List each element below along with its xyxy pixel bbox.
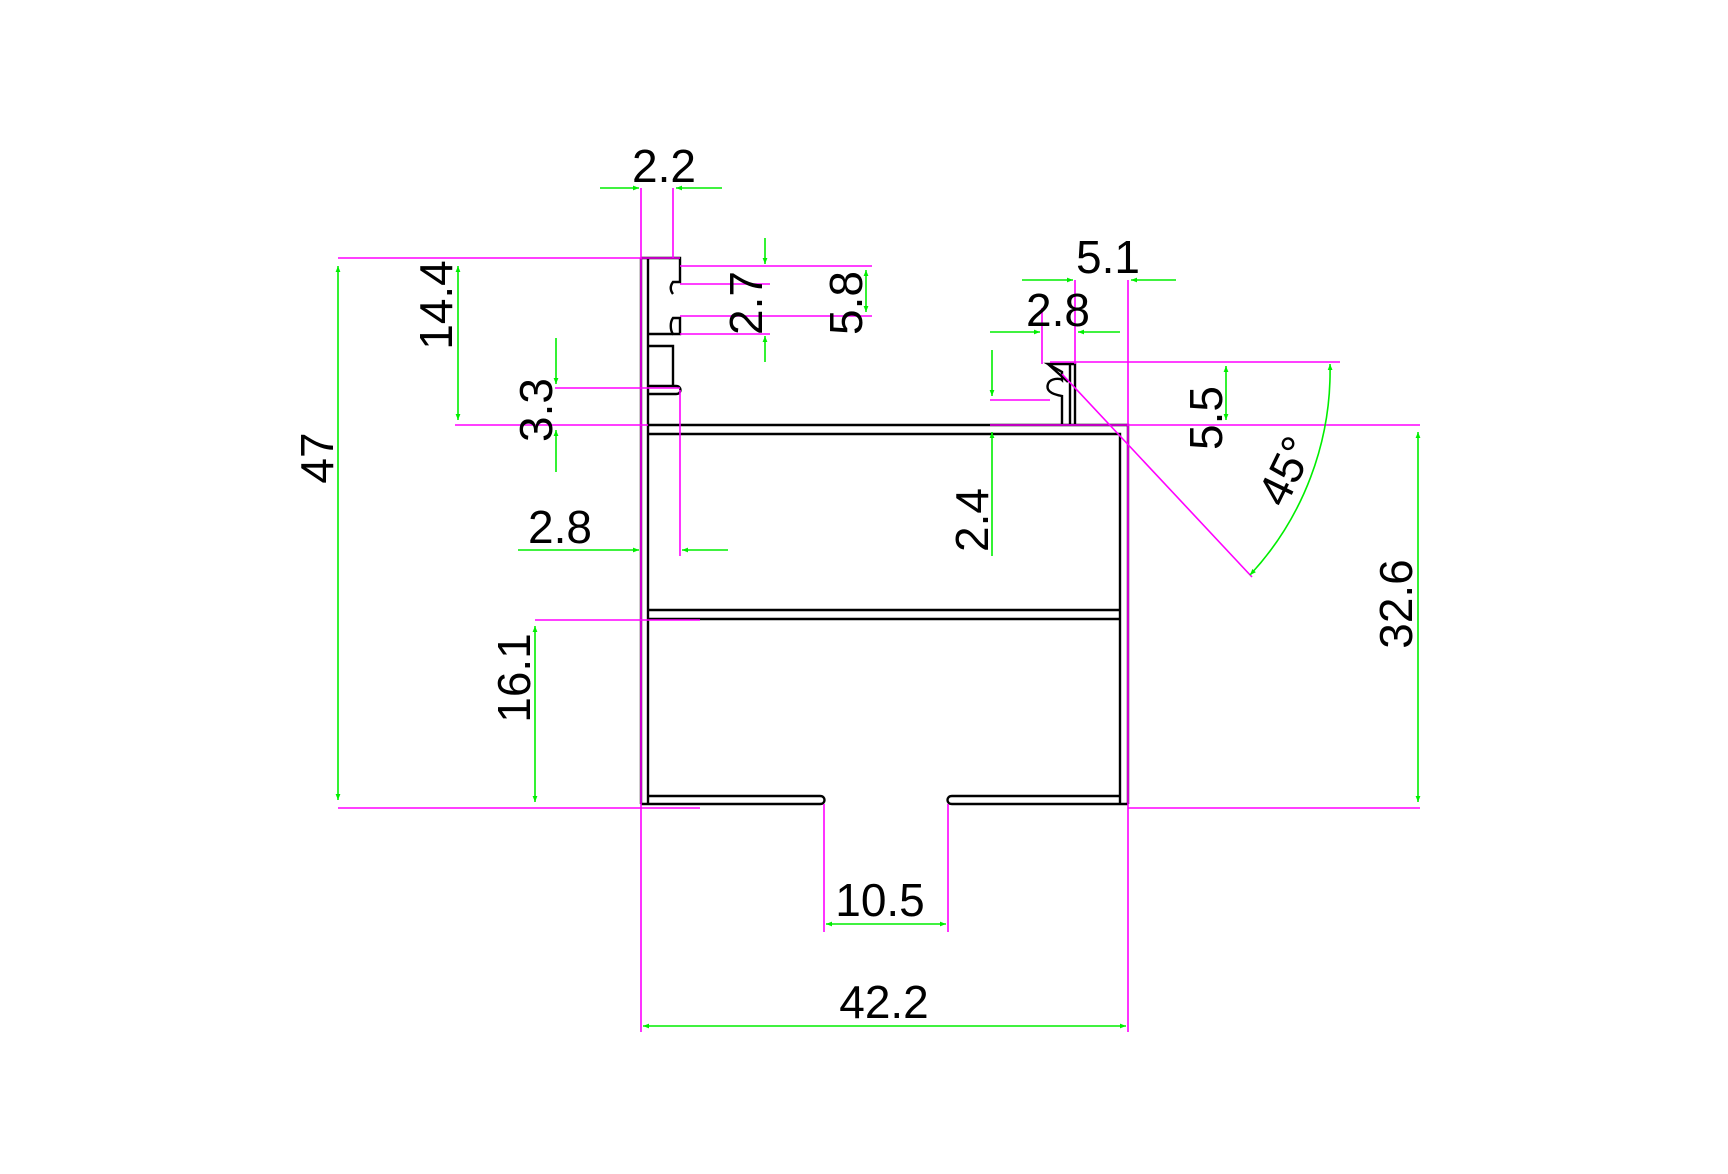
dim-lower-cell-height: 16.1 [488,633,540,723]
dimension-labels: 47 14.4 16.1 32.6 3.3 2.4 2.7 5.8 5.5 45… [291,140,1422,1028]
dim-overall-width: 42.2 [839,976,929,1028]
top-slot-cap [641,256,682,295]
dim-slot-width: 2.2 [632,140,696,192]
dim-slot-gap-2: 5.8 [820,271,872,335]
bottom-flange-right [946,794,1128,806]
extension-lines [338,188,1420,1032]
dim-rib-thickness: 2.4 [946,488,998,552]
dim-slot-gap-1: 2.7 [720,271,772,335]
dim-top-lip-height: 14.4 [410,260,462,350]
dim-opening-width: 10.5 [835,874,925,926]
middle-rib [648,608,1120,621]
dim-angle: 45° [1247,428,1324,513]
dim-hook-height: 5.5 [1180,386,1232,450]
dim-tab-width: 5.1 [1076,231,1140,283]
right-hook [1043,362,1072,425]
top-flange-inner [648,432,1122,804]
dim-right-height: 32.6 [1370,559,1422,649]
dimension-lines [335,185,1421,1029]
profile-outline [639,256,1130,806]
dim-fin-height: 3.3 [510,378,562,442]
top-flange [648,423,1130,804]
right-hook-bevel [1047,363,1069,383]
bottom-flange-left [641,794,826,806]
fin [648,344,682,396]
dim-overall-height: 47 [291,432,343,483]
dim-wall-thickness: 2.8 [528,501,592,553]
dim-hook-width: 2.8 [1026,284,1090,336]
second-notch [669,316,682,336]
